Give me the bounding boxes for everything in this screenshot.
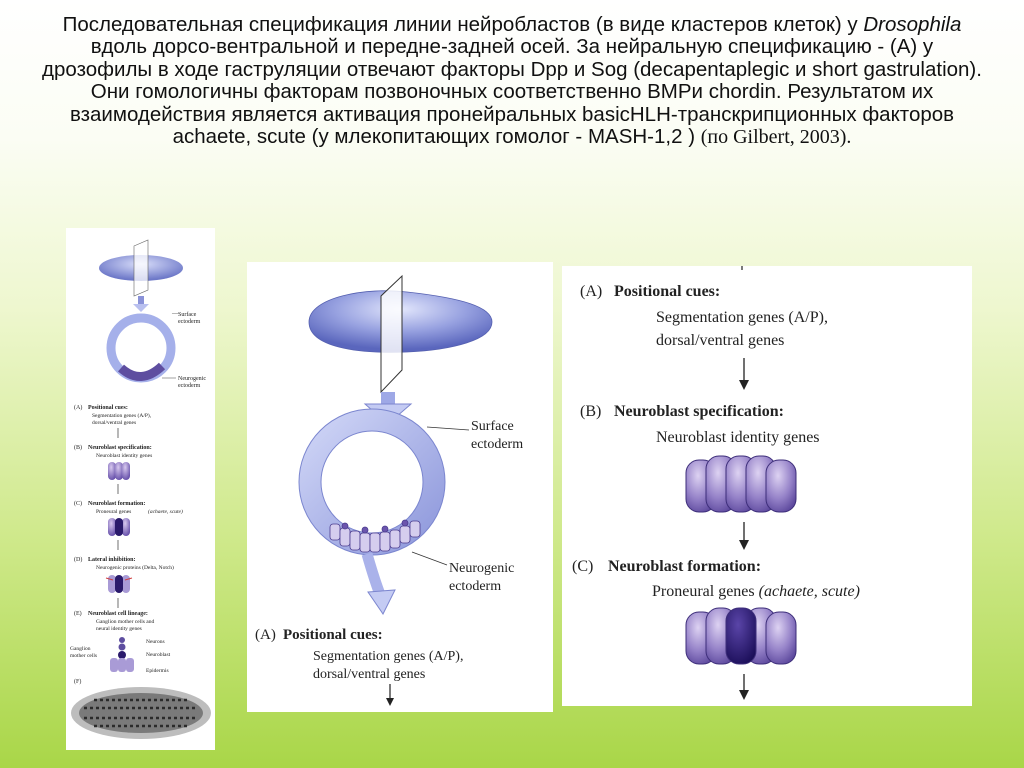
lineage-cluster-small <box>110 637 134 672</box>
step-a-sub2: dorsal/ventral genes <box>656 332 784 349</box>
step-a-sub2: dorsal/ventral genes <box>313 667 425 682</box>
svg-text:mother cells: mother cells <box>70 653 97 659</box>
cluster-neuroblast-specification <box>686 456 796 512</box>
cutting-plane <box>381 276 402 392</box>
svg-text:(B): (B) <box>74 444 82 451</box>
step-c-title: Neuroblast formation: <box>608 558 761 575</box>
svg-text:(F): (F) <box>74 678 81 685</box>
step-b-title: Neuroblast specification: <box>614 403 784 420</box>
step-a-letter: (A) <box>255 627 276 643</box>
step-b-sub: Neuroblast identity genes <box>656 429 820 446</box>
label-neurogenic: Neurogenic <box>449 561 514 576</box>
svg-text:Epidermis: Epidermis <box>146 668 169 674</box>
step-c-sub: Proneural genes (achaete, scute) <box>652 583 860 600</box>
cluster-neuroblast-formation <box>686 608 796 664</box>
svg-text:Neuroblast formation:: Neuroblast formation: <box>88 501 145 507</box>
svg-text:(E): (E) <box>74 610 82 617</box>
cluster-d-small <box>106 575 132 593</box>
figure-panel-cross-section: Surface ectoderm Neurogenic ectoderm (A)… <box>247 262 553 712</box>
heading-part1: Последовательная спецификация линии нейр… <box>63 13 864 36</box>
svg-text:ectoderm: ectoderm <box>178 319 201 325</box>
stained-embryo-photo <box>71 687 211 739</box>
figure-panel-full: — Surface ectoderm Neurogenic ectoderm (… <box>66 228 215 750</box>
svg-text:(D): (D) <box>74 556 82 563</box>
step-a-title: Positional cues: <box>283 627 383 643</box>
cluster-b-small <box>108 462 130 480</box>
svg-text:Proneural genes: Proneural genes <box>96 509 131 515</box>
svg-text:Lateral inhibition:: Lateral inhibition: <box>88 557 136 563</box>
svg-text:Positional cues:: Positional cues: <box>88 405 128 411</box>
svg-text:Ganglion mother cells and: Ganglion mother cells and <box>96 619 154 625</box>
svg-text:Neuroblast identity genes: Neuroblast identity genes <box>96 453 152 459</box>
svg-text:Neuroblast: Neuroblast <box>146 652 171 658</box>
svg-text:Neurogenic: Neurogenic <box>178 376 206 382</box>
svg-text:Neuroblast cell lineage:: Neuroblast cell lineage: <box>88 611 148 617</box>
step-b-letter: (B) <box>580 403 601 420</box>
label-ectoderm-2: ectoderm <box>449 579 501 594</box>
svg-text:Segmentation genes (A/P),: Segmentation genes (A/P), <box>92 412 152 419</box>
svg-text:Neuroblast specification:: Neuroblast specification: <box>88 445 152 451</box>
svg-text:Ganglion: Ganglion <box>70 646 91 652</box>
svg-text:(C): (C) <box>74 500 82 507</box>
step-a-sub1: Segmentation genes (A/P), <box>656 309 828 326</box>
heading-organism: Drosophila <box>863 13 961 36</box>
svg-text:dorsal/ventral genes: dorsal/ventral genes <box>92 420 136 426</box>
svg-text:neural identity genes: neural identity genes <box>96 626 142 632</box>
figure-panel-steps: (A) Positional cues: Segmentation genes … <box>562 266 972 706</box>
step-a-letter: (A) <box>580 283 602 300</box>
svg-text:ectoderm: ectoderm <box>178 383 201 389</box>
svg-text:Neurogenic proteins (Delta, No: Neurogenic proteins (Delta, Notch) <box>96 564 174 571</box>
step-a-sub1: Segmentation genes (A/P), <box>313 649 463 664</box>
heading-citation: (по Gilbert, 2003). <box>701 126 852 148</box>
svg-text:Neurons: Neurons <box>146 639 165 645</box>
slide-heading: Последовательная спецификация линии нейр… <box>40 14 984 148</box>
label-ectoderm: ectoderm <box>471 437 523 452</box>
step-c-letter: (C) <box>572 558 593 575</box>
svg-text:(achaete, scute): (achaete, scute) <box>148 508 183 515</box>
svg-text:Surface: Surface <box>178 311 197 318</box>
label-surface: Surface <box>471 419 514 434</box>
cross-section-ring-small <box>111 318 171 378</box>
embryo-egg-small <box>99 240 183 296</box>
down-arrow-to-cues <box>367 554 395 614</box>
svg-text:(A): (A) <box>74 404 82 411</box>
step-a-title: Positional cues: <box>614 283 720 300</box>
cluster-c-small <box>108 518 130 536</box>
